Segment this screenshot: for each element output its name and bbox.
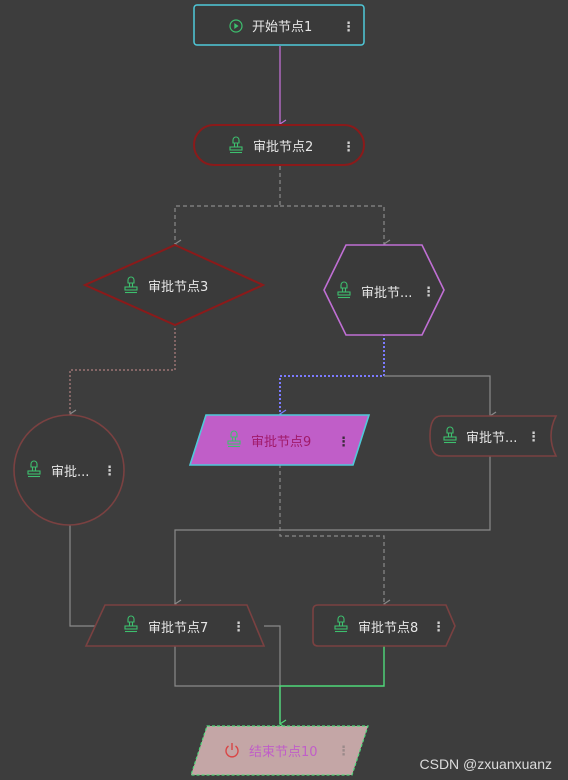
node-approval7[interactable]: 审批节点7 ⋮ <box>84 604 266 647</box>
more-icon[interactable]: ⋮ <box>422 285 435 300</box>
node-label: 结束节点10 <box>249 745 318 760</box>
node-approval6[interactable]: 审批节... ⋮ <box>429 415 558 457</box>
edge-approval3-to-approval5[interactable] <box>68 324 176 419</box>
node-approval2[interactable]: 审批节点2 ⋮ <box>193 124 365 166</box>
more-icon[interactable]: ⋮ <box>342 140 355 155</box>
node-label: 审批... <box>51 465 89 480</box>
more-icon[interactable]: ⋮ <box>232 620 245 635</box>
node-start1[interactable]: 开始节点1 ⋮ <box>193 4 365 46</box>
more-icon[interactable]: ⋮ <box>103 464 116 479</box>
more-icon[interactable]: ⋮ <box>337 435 350 450</box>
more-icon[interactable]: ⋮ <box>527 430 540 445</box>
power-icon <box>225 743 239 758</box>
node-label: 审批节点9 <box>251 435 311 450</box>
edge-approval4-to-approval6[interactable] <box>384 375 497 421</box>
more-icon[interactable]: ⋮ <box>432 620 445 635</box>
node-approval8[interactable]: 审批节点8 ⋮ <box>312 604 456 647</box>
node-label: 审批节点3 <box>148 280 208 295</box>
more-icon[interactable]: ⋮ <box>342 20 355 35</box>
node-label: 审批节点8 <box>358 621 418 636</box>
edge-approval5-to-approval7[interactable] <box>69 524 96 627</box>
edge-approval2-to-approval4[interactable] <box>280 205 391 249</box>
node-label: 审批节... <box>361 286 412 301</box>
edges <box>68 46 497 729</box>
edge-approval2-to-approval3[interactable] <box>173 166 281 249</box>
node-approval5[interactable]: 审批... ⋮ <box>13 414 125 526</box>
node-label: 审批节点2 <box>253 140 313 155</box>
watermark: CSDN @zxuanxuanz <box>419 756 553 772</box>
node-label: 审批节点7 <box>148 621 208 636</box>
edge-approval7-bottom-link[interactable] <box>174 646 280 687</box>
node-approval4[interactable]: 审批节... ⋮ <box>323 244 445 336</box>
edge-approval8-to-end10[interactable] <box>278 646 385 729</box>
edge-approval4-to-approval9[interactable] <box>278 334 385 419</box>
node-label: 开始节点1 <box>252 20 312 35</box>
node-approval3[interactable]: 审批节点3 <box>82 243 266 327</box>
node-label: 审批节... <box>466 431 517 446</box>
node-end10[interactable]: 结束节点10 ⋮ <box>190 725 369 776</box>
more-icon[interactable]: ⋮ <box>337 744 350 759</box>
edge-approval6-to-approval7[interactable] <box>173 456 491 609</box>
play-circle-icon <box>229 19 243 33</box>
edge-approval9-to-approval8[interactable] <box>279 464 391 609</box>
node-approval9[interactable]: 审批节点9 ⋮ <box>188 414 371 466</box>
edge-approval7-to-end10[interactable] <box>264 625 281 724</box>
